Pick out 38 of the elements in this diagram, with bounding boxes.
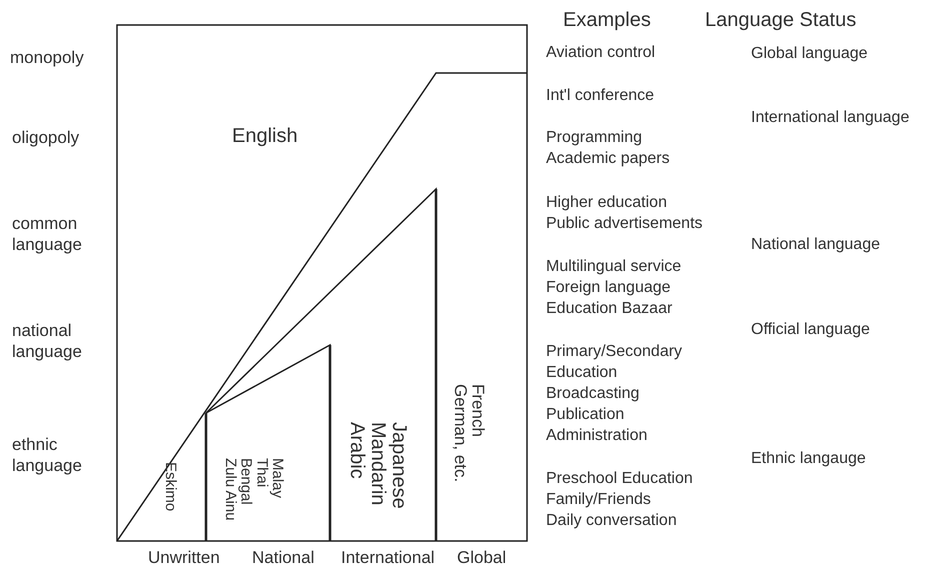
axis-label: National [252,547,314,568]
language-group-label: Eskimo [162,462,178,514]
example-text: Broadcasting [546,384,640,404]
example-text: Primary/Secondary [546,342,682,362]
status-label: Global language [751,44,868,64]
axis-label: Unwritten [148,547,220,568]
axis-label: oligopoly [12,127,80,148]
axis-label: monopoly [10,47,84,68]
axis-label: Global [457,547,506,568]
example-text: Foreign language [546,278,671,298]
axis-label: national language [12,320,83,362]
example-text: Preschool Education [546,469,693,489]
status-label: Ethnic langauge [751,449,866,469]
example-text: Education [546,363,618,383]
example-text: Programming [546,128,642,148]
column-header: Examples [563,8,651,33]
status-label: Official language [751,320,870,340]
status-label: International language [751,108,910,128]
region-label: English [232,124,298,149]
axis-label: International [341,547,435,568]
example-text: Higher education [546,193,667,213]
example-text: Publication [546,405,624,425]
language-group-label: Japanese Mandarin Arabic [346,422,409,511]
example-text: Aviation control [546,43,656,63]
example-text: Int'l conference [546,86,654,106]
example-text: Daily conversation [546,511,677,531]
example-text: Family/Friends [546,490,651,510]
example-text: Academic papers [546,149,670,169]
axis-label: ethnic language [12,434,83,476]
example-text: Multilingual service [546,257,682,277]
language-group-label: French German, etc. [451,384,487,484]
example-text: Public advertisements [546,214,703,234]
example-text: Education Bazaar [546,299,672,319]
column-header: Language Status [705,8,856,33]
example-text: Administration [546,426,648,446]
axis-label: common language [12,213,83,256]
language-group-label: Malay Thai Bengal Zulu Ainu [222,458,285,523]
status-label: National language [751,235,880,255]
